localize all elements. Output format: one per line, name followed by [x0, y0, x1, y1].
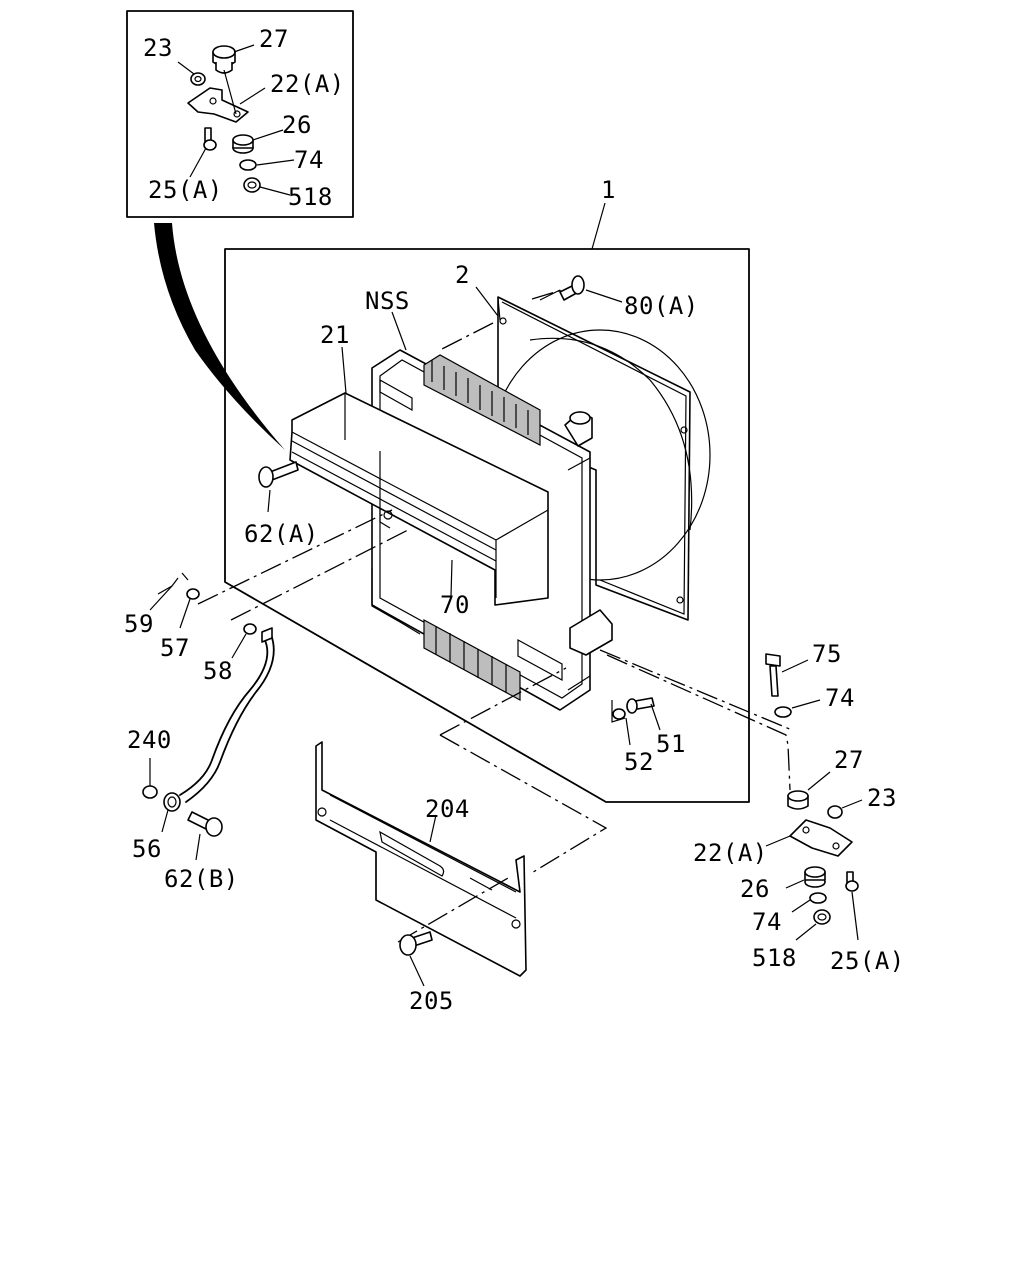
label-25a-inset: 25(A) — [148, 176, 223, 204]
label-23-right: 23 — [867, 784, 897, 812]
bracket-22a-inset-icon — [187, 87, 249, 123]
label-518-inset: 518 — [288, 183, 333, 211]
label-27-right: 27 — [834, 746, 864, 774]
label-62b: 62(B) — [164, 865, 239, 893]
label-22a-right: 22(A) — [693, 839, 768, 867]
label-240: 240 — [127, 726, 172, 754]
assembly-frame — [224, 248, 750, 803]
bolt-205-icon — [399, 931, 433, 987]
label-59: 59 — [124, 610, 154, 638]
label-2: 2 — [455, 261, 470, 289]
nut-23-icon — [827, 805, 843, 819]
label-80a: 80(A) — [624, 292, 699, 320]
bolt-62b-icon — [187, 811, 223, 861]
label-52: 52 — [624, 748, 654, 776]
label-nss: NSS — [365, 287, 410, 315]
label-62a: 62(A) — [244, 520, 319, 548]
washer-57-icon — [186, 588, 200, 600]
label-70: 70 — [440, 591, 470, 619]
label-1: 1 — [601, 176, 616, 204]
label-205: 205 — [409, 987, 454, 1015]
clamp-56-icon — [163, 792, 181, 812]
washer-74-inset-icon — [239, 159, 257, 171]
mount-detail-inset — [126, 10, 354, 218]
label-56: 56 — [132, 835, 162, 863]
bolt-80a-icon — [559, 275, 623, 303]
label-74-right2: 74 — [752, 908, 782, 936]
label-25a-right: 25(A) — [830, 947, 905, 975]
label-58: 58 — [203, 657, 233, 685]
label-27-inset: 27 — [259, 25, 289, 53]
clip-59-icon — [157, 572, 189, 595]
bolt-75-icon — [765, 653, 809, 697]
bolt-25a-icon — [845, 871, 859, 941]
rubber-cushion-27-icon — [787, 771, 831, 810]
label-23-inset: 23 — [143, 34, 173, 62]
washer-74-right2-icon — [809, 892, 827, 904]
bracket-22a-icon — [765, 819, 853, 857]
inset-frame — [126, 10, 354, 218]
bolt-62a-icon — [258, 461, 299, 513]
support-plate-204-icon — [315, 741, 527, 977]
label-22a-inset: 22(A) — [270, 70, 345, 98]
label-21: 21 — [320, 321, 350, 349]
leader-1 — [591, 202, 606, 250]
nut-518-inset-icon — [243, 177, 261, 193]
label-26-inset: 26 — [282, 111, 312, 139]
washer-52-icon — [612, 708, 626, 720]
air-guide-21-icon — [289, 392, 549, 606]
washer-74-right-icon — [774, 706, 792, 718]
label-75: 75 — [812, 640, 842, 668]
label-51: 51 — [656, 730, 686, 758]
label-518-right: 518 — [752, 944, 797, 972]
drain-hose-240-icon — [179, 623, 275, 803]
rubber-cushion-27-inset-icon — [212, 45, 236, 74]
label-74-inset: 74 — [294, 146, 324, 174]
label-204: 204 — [425, 795, 470, 823]
nut-518-icon — [795, 909, 831, 941]
nut-23-inset-icon — [190, 72, 206, 86]
label-26-right: 26 — [740, 875, 770, 903]
washer-26-icon — [785, 866, 826, 889]
label-74-right: 74 — [825, 684, 855, 712]
washer-240-icon — [142, 785, 158, 799]
bolt-25a-inset-icon — [203, 127, 217, 151]
bolt-51-icon — [626, 697, 655, 714]
detail-pointer-arrow — [154, 223, 285, 450]
washer-26-inset-icon — [232, 134, 254, 154]
label-57: 57 — [160, 634, 190, 662]
